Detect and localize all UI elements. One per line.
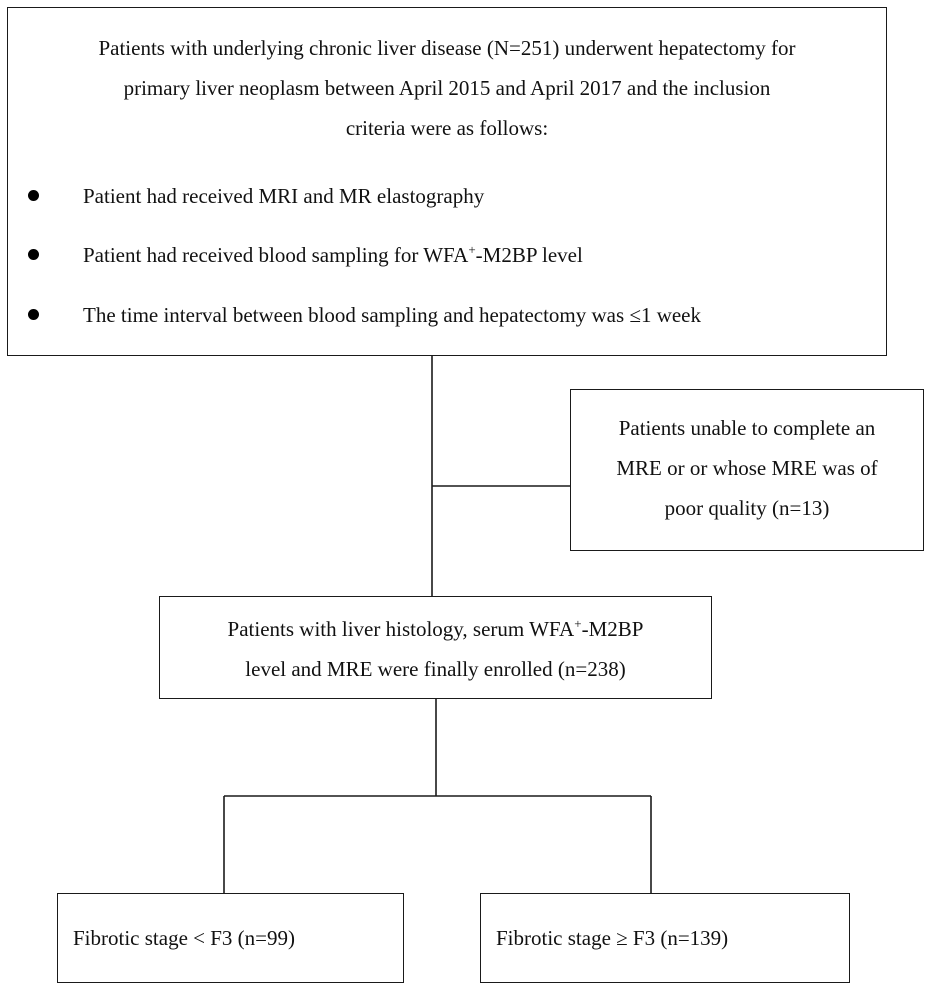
fibrotic-less-f3-label: Fibrotic stage < F3 (n=99) xyxy=(73,926,295,950)
heading-line: Patients with underlying chronic liver d… xyxy=(98,36,796,60)
exclusion-text: Patients unable to complete an MRE or or… xyxy=(616,416,878,520)
heading-line: primary liver neoplasm between April 201… xyxy=(123,76,771,100)
enrolled-text: Patients with liver histology, serum WFA… xyxy=(227,616,644,681)
fibrotic-geq-f3-box: Fibrotic stage ≥ F3 (n=139) xyxy=(480,893,850,983)
bullet-dot-icon xyxy=(28,309,39,320)
inclusion-heading: Patients with underlying chronic liver d… xyxy=(8,28,886,148)
bullet-dot-icon xyxy=(28,249,39,260)
criteria-text: Patient had received blood sampling for … xyxy=(83,242,583,267)
bullet-dot-icon xyxy=(28,190,39,201)
enrolled-box: Patients with liver histology, serum WFA… xyxy=(159,596,712,699)
criteria-text: The time interval between blood sampling… xyxy=(83,303,702,327)
fibrotic-less-f3-box: Fibrotic stage < F3 (n=99) xyxy=(57,893,404,983)
inclusion-criteria-box: Patients with underlying chronic liver d… xyxy=(7,7,887,356)
fibrotic-geq-f3-label: Fibrotic stage ≥ F3 (n=139) xyxy=(496,926,729,950)
heading-line: criteria were as follows: xyxy=(345,116,549,140)
exclusion-box: Patients unable to complete an MRE or or… xyxy=(570,389,924,551)
criteria-text: Patient had received MRI and MR elastogr… xyxy=(83,184,485,208)
